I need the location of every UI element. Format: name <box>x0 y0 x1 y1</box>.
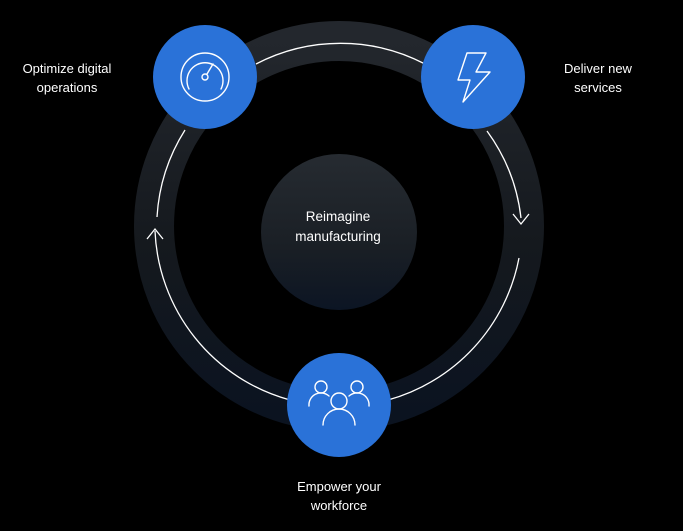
center-label-line2: manufacturing <box>295 229 381 244</box>
arc-empower-to-optimize <box>154 230 291 401</box>
arrowhead-right-icon <box>512 213 530 226</box>
deliver-label-line1: Deliver new <box>564 61 632 76</box>
empower-label-line2: workforce <box>310 498 368 513</box>
empower-label-line1: Empower your <box>297 479 381 494</box>
arc-optimize-to-deliver <box>255 42 426 65</box>
node-optimize <box>153 25 257 129</box>
optimize-label-line1: Optimize digital <box>22 61 112 76</box>
deliver-label: Deliver new services <box>535 59 661 97</box>
center-label: Reimagine manufacturing <box>258 207 418 247</box>
node-deliver <box>421 25 525 129</box>
optimize-label-line2: operations <box>36 80 98 95</box>
lightning-bolt-icon <box>457 52 491 103</box>
empower-label: Empower your workforce <box>276 477 402 515</box>
deliver-label-line2: services <box>574 80 622 95</box>
optimize-label: Optimize digital operations <box>4 59 130 97</box>
people-group-icon <box>308 380 370 426</box>
arc-upper-left <box>156 129 186 218</box>
node-empower <box>287 353 391 457</box>
arrowhead-up-icon <box>146 227 164 240</box>
arc-lower-right <box>387 257 520 401</box>
arc-deliver-to-empower <box>486 130 522 219</box>
center-label-line1: Reimagine <box>305 209 371 224</box>
speedometer-icon <box>180 52 230 102</box>
center-circle <box>261 154 417 310</box>
